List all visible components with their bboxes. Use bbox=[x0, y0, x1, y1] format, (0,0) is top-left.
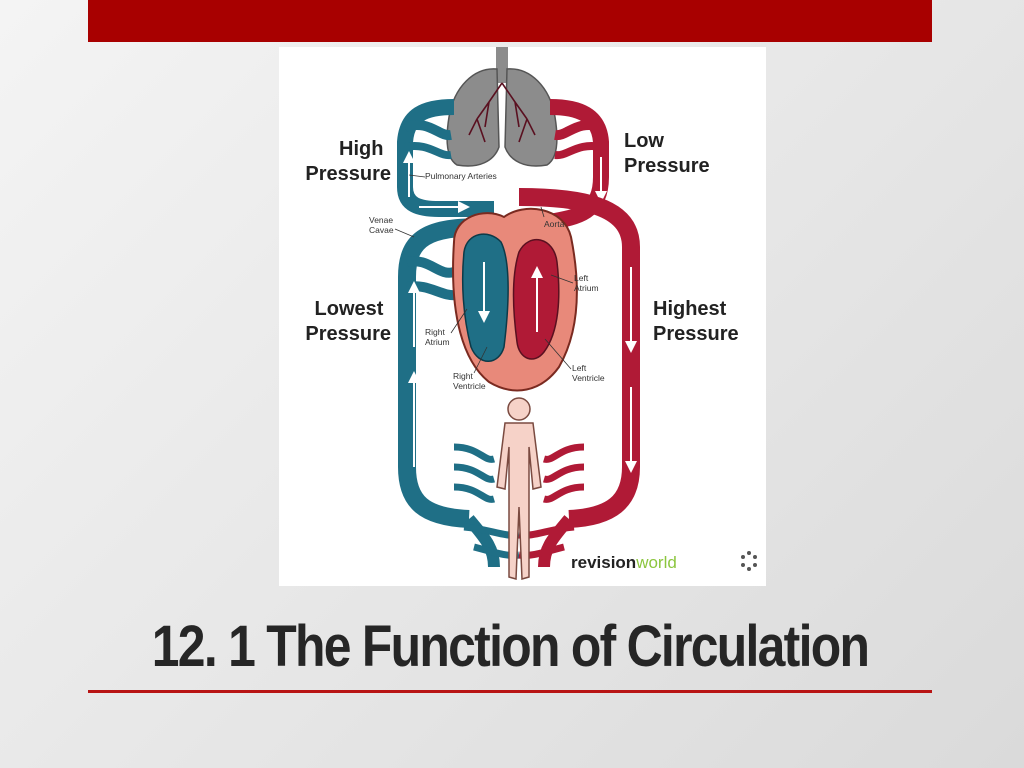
brand-part-2: world bbox=[635, 553, 677, 572]
circulation-diagram: High Pressure Low Pressure Lowest Pressu… bbox=[279, 47, 766, 586]
revisionworld-logo: revisionworld bbox=[571, 551, 757, 572]
left-lung bbox=[446, 68, 500, 167]
lungs bbox=[446, 47, 558, 167]
heart bbox=[452, 207, 578, 392]
aorta-vessel bbox=[518, 188, 640, 528]
label-aorta: Aorta bbox=[544, 219, 565, 229]
right-lung bbox=[504, 68, 558, 167]
right-heart-chambers bbox=[461, 233, 509, 362]
bronchi bbox=[468, 82, 536, 143]
slide-title: 12. 1 The Function of Circulation bbox=[151, 614, 870, 679]
label-left-atrium: Left Atrium bbox=[574, 273, 599, 293]
vena-cava-vessel bbox=[398, 218, 485, 528]
top-accent-bar bbox=[88, 0, 932, 42]
title-underline bbox=[88, 690, 932, 693]
pulmonary-vessels bbox=[397, 99, 609, 235]
label-right-ventricle: Right Ventricle bbox=[453, 371, 486, 391]
label-left-ventricle: Left Ventricle bbox=[572, 363, 605, 383]
label-right-atrium: Right Atrium bbox=[425, 327, 450, 347]
label-venae-cavae: Venae Cavae bbox=[369, 215, 396, 235]
label-lowest-pressure: Lowest Pressure bbox=[305, 298, 391, 345]
circulation-diagram-svg: High Pressure Low Pressure Lowest Pressu… bbox=[305, 47, 757, 580]
pulmonary-artery-vessel bbox=[397, 99, 494, 217]
brand-dots-icon bbox=[741, 551, 757, 571]
label-pulmonary-arteries: Pulmonary Arteries bbox=[425, 171, 497, 181]
label-high-pressure: High Pressure bbox=[305, 138, 391, 185]
trachea bbox=[496, 47, 508, 83]
human-figure bbox=[496, 397, 542, 580]
brand-part-1: revision bbox=[571, 553, 636, 572]
label-highest-pressure: Highest Pressure bbox=[653, 298, 739, 345]
label-low-pressure: Low Pressure bbox=[624, 130, 710, 177]
body-capillaries bbox=[453, 443, 585, 568]
svg-text:revisionworld: revisionworld bbox=[571, 553, 677, 572]
